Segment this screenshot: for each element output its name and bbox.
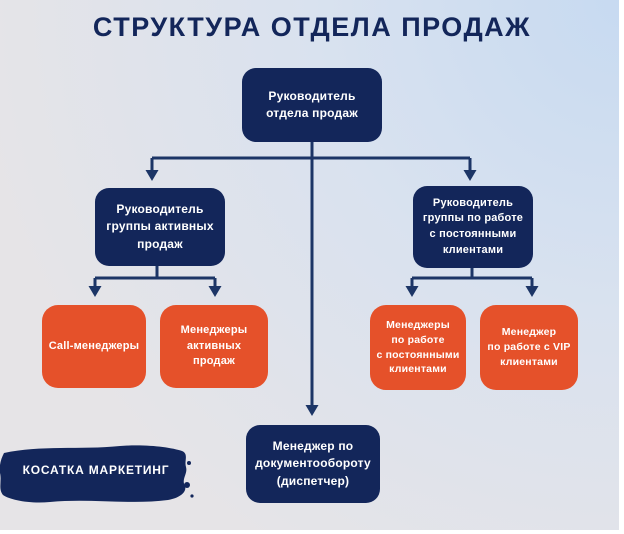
org-node-vip-clients-manager: Менеджер по работе с VIP клиентами <box>480 305 578 390</box>
org-node-active-sales-managers: Менеджеры активных продаж <box>160 305 268 388</box>
org-node-root: Руководитель отдела продаж <box>242 68 382 142</box>
arrowhead-regular <box>405 286 419 297</box>
brand-label: КОСАТКА МАРКЕТИНГ <box>22 463 170 477</box>
arrowhead-dispatcher <box>305 405 319 416</box>
arrowhead-vip <box>525 286 539 297</box>
org-node-regular-clients-managers: Менеджеры по работе с постоянными клиент… <box>370 305 466 390</box>
org-node-call-managers: Call-менеджеры <box>42 305 146 388</box>
arrowhead-call <box>88 286 102 297</box>
org-node-regular-clients-group-head: Руководитель группы по работе с постоянн… <box>413 186 533 268</box>
arrowhead-left-group <box>145 170 159 181</box>
right-edge-strip <box>619 0 624 534</box>
arrowhead-active <box>208 286 222 297</box>
org-node-dispatcher: Менеджер по документообороту (диспетчер) <box>246 425 380 503</box>
page-title: СТРУКТУРА ОТДЕЛА ПРОДАЖ <box>92 12 532 42</box>
org-node-active-sales-group-head: Руководитель группы активных продаж <box>95 188 225 266</box>
bottom-edge-strip <box>0 530 624 534</box>
arrowhead-right-group <box>463 170 477 181</box>
